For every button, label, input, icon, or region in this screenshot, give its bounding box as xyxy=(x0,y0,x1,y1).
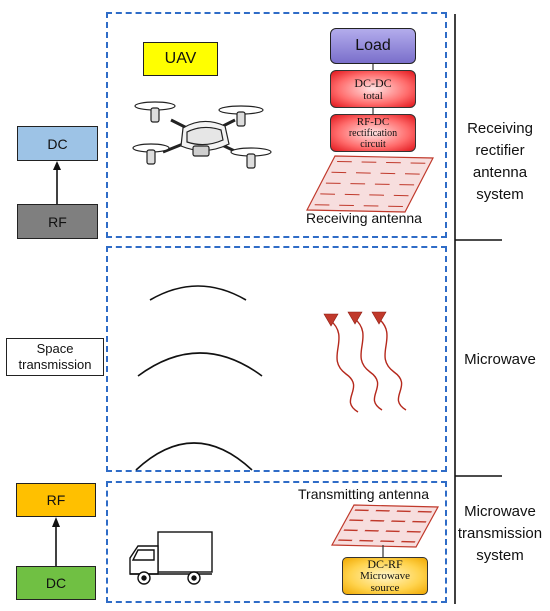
rfdc-line: RF-DC xyxy=(356,115,390,128)
antenna-patch xyxy=(380,540,395,543)
transmission-system-line: system xyxy=(476,547,524,564)
antenna-patch xyxy=(370,519,385,522)
rf-bottom-box: RF xyxy=(16,483,96,517)
arrow-dcdc-rfdc xyxy=(372,108,374,114)
dcdc-line: DC-DC xyxy=(354,75,392,90)
antenna-patch xyxy=(354,509,369,512)
receiving-antenna-label: Receiving antenna xyxy=(306,210,422,226)
antenna-patch xyxy=(385,530,400,533)
transmitting-antenna-label: Transmitting antenna xyxy=(298,486,429,502)
rfdc-line: circuit xyxy=(360,138,386,150)
arrow-dcrf-antenna xyxy=(382,545,384,557)
receiving-system-line: antenna xyxy=(472,164,528,181)
rfdc-box: RF-DC rectification circuit xyxy=(330,114,416,152)
uav-box: UAV xyxy=(143,42,218,76)
wavefront-arcs xyxy=(135,285,263,471)
receiving-system-label: Receiving rectifier antenna system xyxy=(450,118,550,206)
receiving-system-line: system xyxy=(476,186,524,203)
antenna-patch xyxy=(338,539,353,542)
receiving-system-line: rectifier xyxy=(475,142,525,159)
receiving-antenna-icon xyxy=(306,155,434,213)
dcrf-line: Microwave xyxy=(359,570,411,582)
arrow-up-bottom xyxy=(52,517,60,566)
dcrf-line: DC-RF xyxy=(367,557,403,571)
rfdc-line: rectification xyxy=(348,127,398,139)
antenna-patch xyxy=(412,520,427,523)
antenna-patch xyxy=(391,520,406,523)
dcdc-box: DC-DC total xyxy=(330,70,416,108)
load-box: Load xyxy=(330,28,416,64)
arrow-up-top xyxy=(53,161,61,204)
rf-top-box: RF xyxy=(17,204,98,239)
dcdc-line: total xyxy=(363,89,383,102)
microwave-waves-icon xyxy=(323,311,407,413)
drone-icon xyxy=(132,101,272,169)
transmission-system-line: Microwave xyxy=(464,503,536,520)
space-transmission-box: Space transmission xyxy=(6,338,104,376)
antenna-patch xyxy=(401,540,416,543)
antenna-patch xyxy=(417,510,432,513)
antenna-patch xyxy=(359,539,374,542)
transmitting-antenna-icon xyxy=(330,504,440,548)
transmission-system-label: Microwave transmission system xyxy=(450,501,550,567)
dcrf-line: source xyxy=(370,582,400,594)
space-transmission-panel xyxy=(106,246,447,472)
antenna-patch xyxy=(406,530,421,533)
dcrf-box: DC-RF Microwave source xyxy=(342,557,428,595)
dc-bottom-box: DC xyxy=(16,566,96,600)
antenna-patch xyxy=(375,509,390,512)
receiving-panel xyxy=(106,12,447,238)
antenna-patch xyxy=(396,510,411,513)
transmission-system-line: transmission xyxy=(457,525,543,542)
transmitting-panel xyxy=(106,481,447,603)
antenna-patch xyxy=(364,529,379,532)
truck-icon xyxy=(129,531,213,585)
antenna-patch xyxy=(349,519,364,522)
microwave-label: Microwave xyxy=(464,351,536,368)
receiving-system-line: Receiving xyxy=(467,120,533,137)
antenna-patch xyxy=(343,529,358,532)
dc-top-box: DC xyxy=(17,126,98,161)
